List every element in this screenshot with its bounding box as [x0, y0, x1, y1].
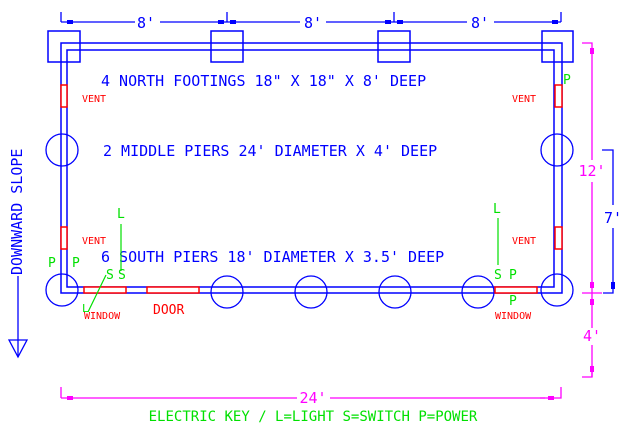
- dimension-right-7: 7': [604, 209, 622, 227]
- switch-symbol: S: [106, 268, 114, 283]
- piers: [45, 133, 574, 309]
- window-label: WINDOW: [84, 311, 121, 322]
- light-symbol: L: [82, 302, 89, 315]
- middle-pier: [540, 133, 574, 167]
- footing: [377, 30, 411, 63]
- vent-label: VENT: [82, 236, 106, 247]
- footing: [47, 30, 81, 63]
- power-symbol: P: [563, 73, 571, 88]
- dimension-right-4: 4': [583, 327, 601, 345]
- downward-slope-label: DOWNWARD SLOPE: [8, 149, 26, 275]
- switch-symbol: S: [118, 268, 126, 283]
- vent-opening: [554, 226, 563, 250]
- south-pier: [461, 275, 495, 309]
- vent-opening: [554, 84, 563, 108]
- south-pier: [294, 275, 328, 309]
- dimension-arrow: [611, 282, 615, 289]
- light-symbol: L: [493, 202, 501, 217]
- power-symbol: P: [509, 268, 517, 283]
- top-dimension-lines: [60, 12, 562, 23]
- south-pier: [210, 275, 244, 309]
- openings: [60, 84, 563, 294]
- right-dimension-lines: [60, 42, 602, 399]
- switch-symbol: S: [494, 268, 502, 283]
- note-south-piers: 6 SOUTH PIERS 18' DIAMETER X 3.5' DEEP: [101, 248, 444, 266]
- vent-label: VENT: [82, 94, 106, 105]
- walls: [60, 42, 563, 294]
- middle-pier: [45, 133, 79, 167]
- electric-lines: [87, 218, 499, 313]
- door-opening: [146, 286, 200, 294]
- note-north-footings: 4 NORTH FOOTINGS 18" X 18" X 8' DEEP: [101, 72, 426, 90]
- dimension-arrows: [67, 20, 558, 24]
- power-symbol: P: [509, 294, 517, 309]
- note-middle-piers: 2 MIDDLE PIERS 24' DIAMETER X 4' DEEP: [103, 142, 437, 160]
- inner-dimension-line: [602, 149, 614, 294]
- south-pier: [45, 273, 79, 307]
- dimension-arrows: [67, 48, 594, 400]
- window-opening: [494, 286, 538, 294]
- south-pier: [540, 273, 574, 307]
- dimension-right-12: 12': [578, 162, 605, 180]
- south-pier: [378, 275, 412, 309]
- window-label: WINDOW: [495, 311, 532, 322]
- window-opening: [83, 286, 127, 294]
- footing: [541, 30, 574, 63]
- slope-arrow-icon: [7, 276, 29, 359]
- vent-label: VENT: [512, 94, 536, 105]
- north-footings: [47, 30, 574, 63]
- door-label: DOOR: [153, 303, 184, 318]
- power-symbol: P: [72, 256, 80, 271]
- vent-opening: [60, 84, 68, 108]
- dimension-top-3: 8': [471, 14, 489, 32]
- dimension-bottom-24: 24': [299, 389, 326, 407]
- footing: [210, 30, 244, 63]
- dimension-top-1: 8': [137, 14, 155, 32]
- dimension-top-2: 8': [304, 14, 322, 32]
- power-symbol: P: [48, 256, 56, 271]
- vent-label: VENT: [512, 236, 536, 247]
- light-symbol: L: [117, 207, 125, 222]
- vent-opening: [60, 226, 68, 250]
- electric-key: ELECTRIC KEY / L=LIGHT S=SWITCH P=POWER: [149, 409, 478, 425]
